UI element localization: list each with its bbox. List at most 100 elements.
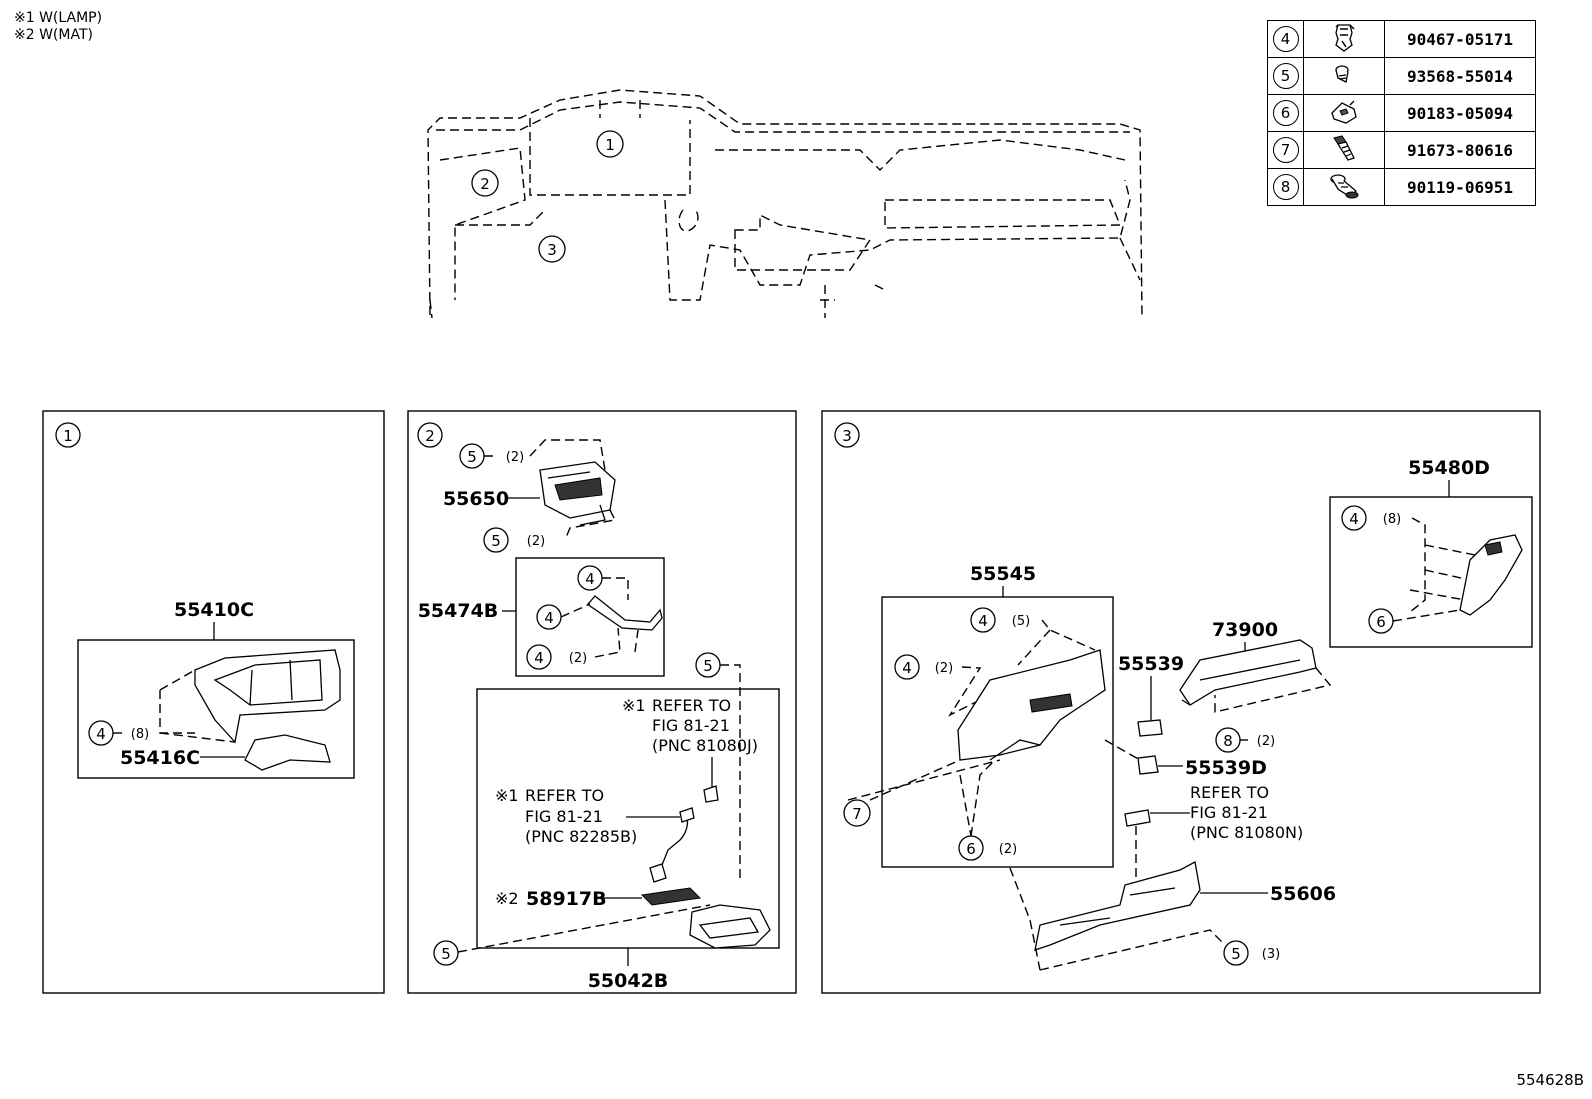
fastener-qty: (2) [999,842,1017,857]
fastener-qty: (2) [506,450,524,465]
ref1-prefix: ※1 [622,696,646,715]
wire-plug-shape [679,807,695,823]
screw-icon [1335,65,1349,83]
ref1-line3: (PNC 81080J) [652,736,758,755]
fastener-qty: (2) [527,534,545,549]
fastener-qty: (2) [569,651,587,666]
note-mat: ※2 W(MAT) [14,27,93,43]
legend-part: 90119-06951 [1384,168,1536,206]
ref2-prefix: ※1 [495,786,519,805]
panel-3: 3 55545 4 (5) 4 (2) 7 6 (2) 55539 55539D… [821,410,1541,994]
fastener-qty: (8) [131,727,149,742]
ref-line1: REFER TO [1190,783,1269,802]
washer-bolt-icon [1330,174,1359,199]
legend-part: 90467-05171 [1384,20,1536,58]
panel-2-label: 2 [425,427,435,445]
ref2-line2: FIG 81-21 [525,807,603,826]
nut-clip-icon [1331,100,1357,124]
fastener-circle-label: 6 [1376,613,1386,631]
legend-num: 4 [1272,26,1299,52]
part-55539: 55539 [1118,653,1184,675]
mat-shape [640,887,702,906]
fastener-qty: (3) [1262,947,1280,962]
fastener-circle-label: 7 [852,805,862,823]
fastener-circle-label: 5 [491,532,501,550]
legend-part: 90183-05094 [1384,94,1536,132]
lower-panel-shape [689,904,771,949]
lamp-socket-n-shape [1124,809,1151,827]
fastener-legend-table: 4 90467-05171 5 93568-55014 6 90183-0509… [1267,20,1536,206]
fastener-circle-label: 5 [467,448,477,466]
overview-callout-2-label: 2 [480,175,490,193]
cluster-sub-shape [244,734,331,771]
fastener-circle-label: 4 [978,612,988,630]
part-55042B: 55042B [588,970,669,992]
figure-number: 554628B [1516,1071,1584,1089]
lock-sub-shape [1137,755,1159,775]
overview-callout-3-label: 3 [547,241,557,259]
ref1-line1: REFER TO [652,696,731,715]
panel-2: 2 5 (2) 55650 5 (2) 55474B 4 4 4 (2) 5 [407,410,797,994]
panel-3-label: 3 [842,427,852,445]
lamp-socket-shape [703,785,719,803]
overview-callout-2 [471,169,499,197]
dashboard-overview: 1 2 3 [427,89,1143,319]
fastener-circle-label: 5 [441,945,451,963]
panel-1: 1 55410C 4 (8) 55416C [42,410,385,994]
fastener-qty: (2) [935,661,953,676]
fastener-circle-label: 5 [1231,945,1241,963]
fastener-qty: (5) [1012,614,1030,629]
glove-door-shape [1459,534,1523,616]
part-58917B: 58917B [526,888,607,910]
bracket-shape [587,595,663,631]
fastener-qty: (8) [1383,512,1401,527]
legend-num: 6 [1272,100,1299,126]
notes: ※1 W(LAMP) ※2 W(MAT) [14,10,102,44]
ref2-line3: (PNC 82285B) [525,827,637,846]
ref1-line2: FIG 81-21 [652,716,730,735]
legend-num: 8 [1272,174,1299,200]
damper-shape [1179,639,1317,706]
part-55410C: 55410C [174,599,254,621]
fastener-circle-label: 5 [703,657,713,675]
part-55606: 55606 [1270,883,1336,905]
legend-num: 5 [1272,63,1299,89]
cluster-panel-shape [194,649,341,744]
part-55480D: 55480D [1408,457,1490,479]
overview-callout-1 [596,130,624,158]
bolt-icon [1333,135,1355,161]
part-55416C: 55416C [120,747,200,769]
legend-row: 4 90467-05171 [1267,20,1536,58]
fastener-circle-label: 4 [544,609,554,627]
legend-row: 6 90183-05094 [1267,94,1536,132]
fastener-circle-label: 4 [1349,510,1359,528]
fastener-circle-label: 4 [902,659,912,677]
fastener-qty: (2) [1257,734,1275,749]
panel-1-label: 1 [63,427,73,445]
wire-socket-shape [649,863,667,883]
overview-callout-1-label: 1 [605,136,615,154]
part-73900: 73900 [1212,619,1278,641]
legend-num: 7 [1272,137,1299,163]
mat-prefix: ※2 [495,889,519,908]
fastener-circle-label: 8 [1223,732,1233,750]
reinforcement-shape [1034,861,1201,951]
legend-row: 8 90119-06951 [1267,168,1536,206]
note-lamp: ※1 W(LAMP) [14,10,103,26]
legend-part: 91673-80616 [1384,131,1536,169]
part-55474B: 55474B [418,600,499,622]
fastener-circle-label: 6 [966,840,976,858]
fastener-circle-label: 4 [534,649,544,667]
ref-line3: (PNC 81080N) [1190,823,1303,842]
clip-icon [1335,24,1355,52]
ref2-line1: REFER TO [525,786,604,805]
part-55650: 55650 [443,488,509,510]
legend-row: 5 93568-55014 [1267,57,1536,95]
fastener-circle-label: 4 [96,725,106,743]
ref-line2: FIG 81-21 [1190,803,1268,822]
part-55545: 55545 [970,563,1036,585]
fastener-circle-label: 4 [585,570,595,588]
lock-shape [1137,719,1163,737]
overview-callout-3 [538,235,566,263]
